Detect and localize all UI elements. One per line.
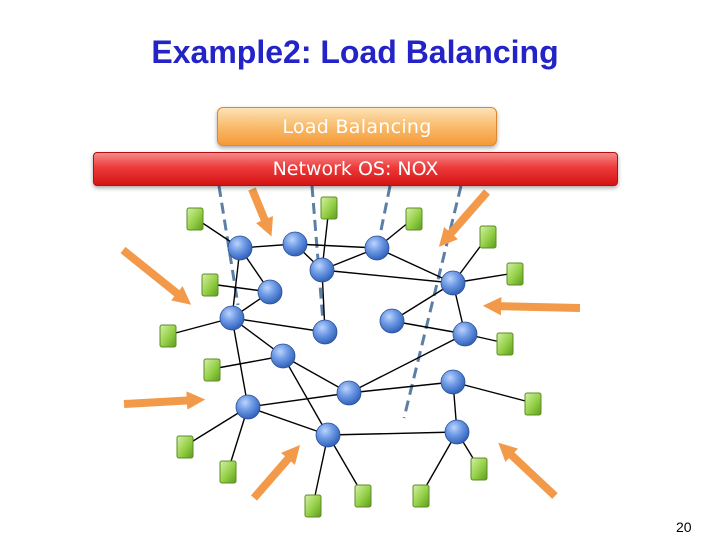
switch-node: [336, 380, 362, 406]
traffic-arrow: [248, 187, 274, 237]
switches: [219, 231, 478, 448]
load-balancing-app-bar: Load Balancing: [217, 107, 497, 146]
switch-node: [235, 394, 261, 420]
traffic-arrow: [498, 442, 558, 499]
switch-node: [444, 419, 470, 445]
traffic-arrow: [482, 297, 581, 316]
host-icon: [186, 207, 204, 231]
switch-node: [270, 343, 296, 369]
control-link: [402, 185, 463, 419]
switch-node: [227, 235, 253, 261]
host-icon: [219, 460, 237, 484]
host-icon: [524, 392, 542, 416]
switch-node: [315, 422, 341, 448]
host-icon: [470, 457, 488, 481]
switch-node: [379, 308, 405, 334]
switch-node: [312, 319, 338, 345]
switch-node: [364, 235, 390, 261]
host-icon: [201, 273, 219, 297]
traffic-arrow: [250, 445, 301, 501]
traffic-arrow: [120, 246, 192, 305]
traffic-arrow: [123, 391, 206, 410]
traffic-arrows: [120, 187, 581, 501]
host-icon: [203, 358, 221, 382]
traffic-arrow: [438, 189, 491, 247]
switch-node: [440, 270, 466, 296]
host-icon: [405, 207, 423, 231]
switch-node: [257, 279, 283, 305]
switch-node: [440, 369, 466, 395]
host-icon: [506, 262, 524, 286]
host-icon: [176, 435, 194, 459]
switch-node: [309, 257, 335, 283]
switch-node: [282, 231, 308, 257]
page-number: 20: [676, 519, 692, 535]
host-icon: [412, 484, 430, 508]
host-icon: [304, 494, 322, 518]
switch-node: [452, 321, 478, 347]
host-icon: [479, 225, 497, 249]
host-icon: [320, 196, 338, 220]
network-os-bar: Network OS: NOX: [93, 152, 618, 186]
slide-title: Example2: Load Balancing: [151, 34, 559, 70]
host-icon: [496, 332, 514, 356]
host-icon: [354, 484, 372, 508]
hosts: [159, 196, 542, 518]
switch-node: [219, 305, 245, 331]
host-icon: [159, 324, 177, 348]
